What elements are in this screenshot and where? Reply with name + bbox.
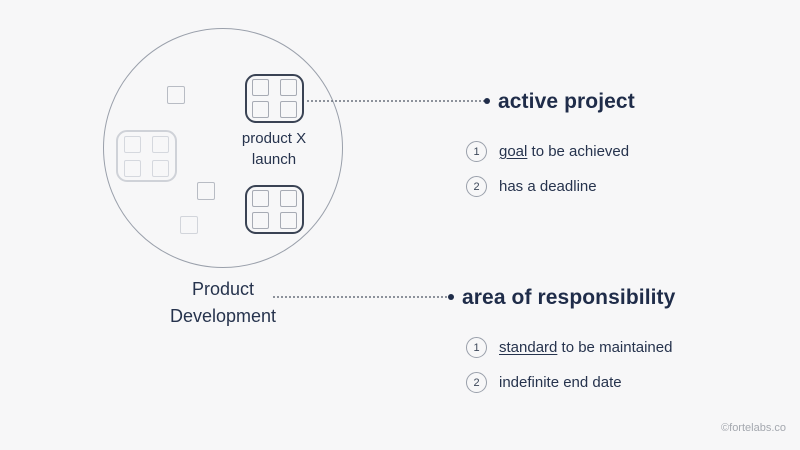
list-item-text: goal to be achieved	[499, 143, 629, 160]
product-x-launch-caption: product X launch	[214, 128, 334, 170]
connector-active-project	[306, 100, 486, 102]
list-item-keyword: goal	[499, 143, 528, 160]
grid-cell	[279, 78, 297, 96]
grid-cell	[252, 78, 270, 96]
watermark: ©fortelabs.co	[721, 422, 786, 434]
list-item-rest: to be achieved	[527, 143, 630, 160]
grid-cell	[252, 101, 270, 119]
grid-cell	[123, 135, 141, 153]
cluster-label-line-1: Product	[191, 279, 255, 299]
mini-square-bottom	[180, 216, 198, 234]
list-item-text: indefinite end date	[499, 374, 622, 391]
grid-icon-active-project	[245, 74, 304, 123]
connector-area-of-responsibility	[272, 296, 450, 298]
product-development-circle	[103, 28, 343, 268]
list-item-area-2: 2 indefinite end date	[466, 372, 622, 393]
grid-cell	[252, 189, 270, 207]
cluster-label-line-2: Development	[169, 306, 277, 326]
grid-icon-left	[116, 130, 177, 182]
connector-dot-active-project	[484, 98, 490, 104]
grid-cell	[279, 189, 297, 207]
grid-cell	[279, 101, 297, 119]
connector-dot-area-of-responsibility	[448, 294, 454, 300]
list-item-keyword: standard	[499, 339, 558, 356]
number-badge: 2	[466, 176, 487, 197]
heading-area-of-responsibility: area of responsibility	[462, 286, 676, 309]
grid-cell	[152, 135, 170, 153]
list-item-active-project-1: 1 goal to be achieved	[466, 141, 629, 162]
grid-cell	[123, 159, 141, 177]
mini-square-top	[167, 86, 185, 104]
number-badge: 1	[466, 337, 487, 358]
list-item-rest: to be maintained	[557, 339, 673, 356]
list-item-text: has a deadline	[499, 178, 597, 195]
mini-square-middle	[197, 182, 215, 200]
number-badge: 2	[466, 372, 487, 393]
caption-line-2: launch	[251, 151, 297, 168]
list-item-rest: indefinite end date	[499, 374, 622, 391]
grid-icon-bottom	[245, 185, 304, 234]
grid-cell	[252, 212, 270, 230]
grid-cell	[279, 212, 297, 230]
number-badge: 1	[466, 141, 487, 162]
caption-line-1: product X	[241, 130, 307, 147]
heading-active-project: active project	[498, 90, 635, 113]
list-item-text: standard to be maintained	[499, 339, 672, 356]
list-item-rest: has a deadline	[499, 178, 597, 195]
grid-cell	[152, 159, 170, 177]
product-development-label: Product Development	[103, 276, 343, 330]
list-item-active-project-2: 2 has a deadline	[466, 176, 597, 197]
list-item-area-1: 1 standard to be maintained	[466, 337, 672, 358]
